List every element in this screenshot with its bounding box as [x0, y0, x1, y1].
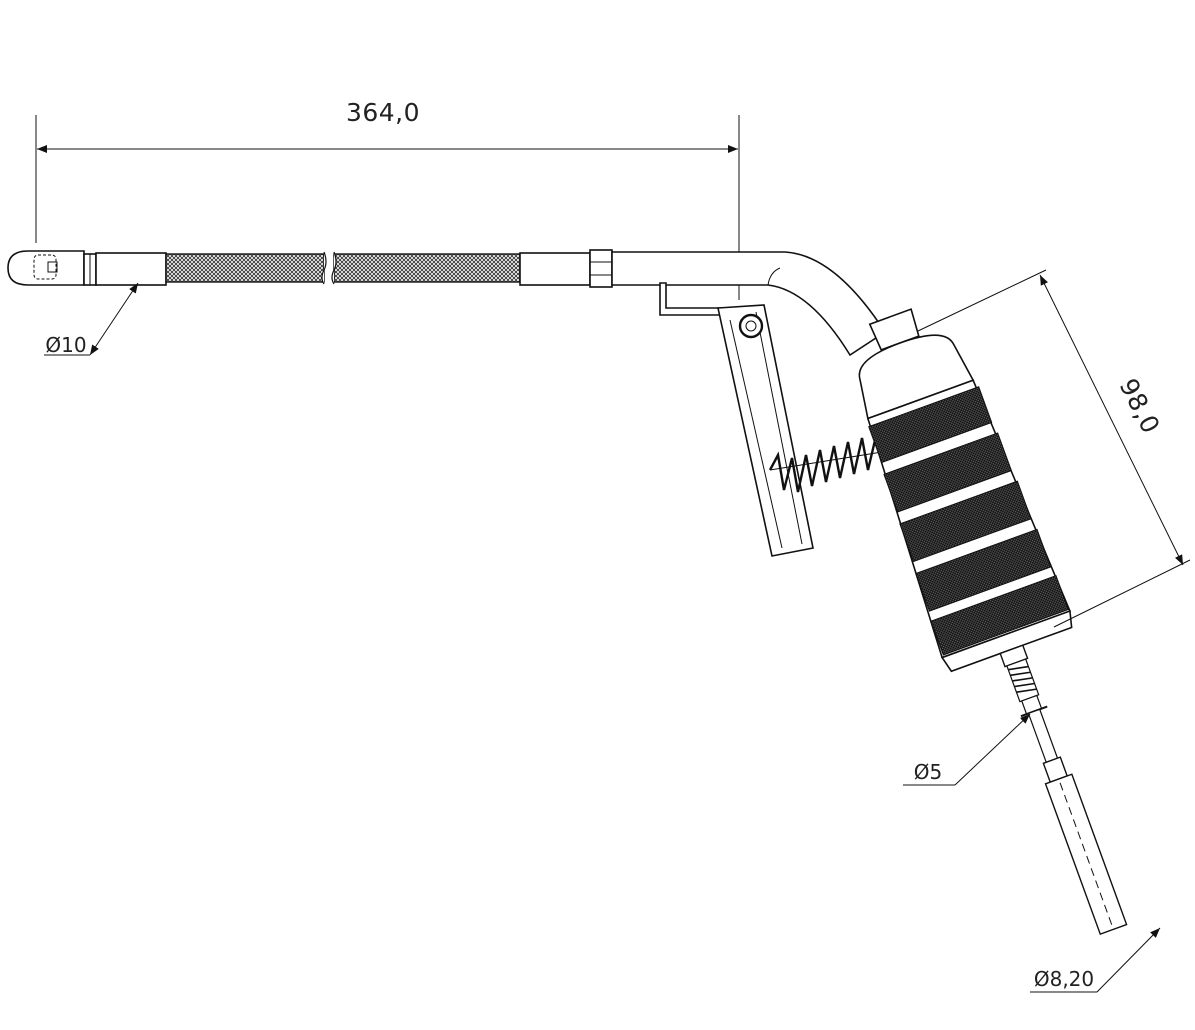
outlet-thread: [1006, 658, 1040, 703]
dimension-line-handle: [1039, 274, 1184, 566]
trigger-lever: [659, 282, 814, 557]
grip-band-2: [883, 432, 1013, 513]
hose-break-right: [331, 251, 337, 285]
extension-line-bottom: [1053, 559, 1191, 628]
grip-band-5: [930, 575, 1069, 656]
tip-sleeve: [95, 252, 167, 286]
outlet-tube: [1027, 708, 1059, 764]
lever-arm: [717, 304, 814, 557]
grip-bottom: [940, 609, 1073, 673]
lever-pivot: [738, 313, 764, 339]
lever-bracket: [659, 282, 723, 316]
barrel-bend: [611, 251, 887, 357]
nozzle-diameter-callout: Ø5: [903, 713, 1031, 786]
hose-fitting: [519, 249, 613, 288]
return-spring: [768, 435, 884, 493]
grip-band-1: [868, 386, 993, 464]
inlet-tube: [1044, 773, 1128, 936]
tip-cap: [7, 250, 85, 286]
grip-neck: [868, 308, 920, 351]
inlet-diameter-callout: Ø8,20: [1030, 927, 1161, 993]
grip-band-3: [899, 480, 1032, 563]
handle-length-value: 98,0: [1114, 374, 1166, 439]
coupler-tip: [7, 250, 167, 286]
hose-break-left: [321, 251, 327, 285]
gun-body: [611, 251, 887, 357]
grip-handle: [858, 308, 1128, 936]
grip-cap: [858, 334, 975, 420]
tip-diameter-callout: Ø10: [44, 282, 139, 357]
hose-ferrule: [519, 252, 591, 286]
length-value: 364,0: [346, 98, 420, 127]
tip-hidden-bore: [33, 254, 57, 280]
inlet-diameter-label: Ø8,20: [1034, 967, 1094, 991]
spring-coil: [768, 435, 884, 493]
flexible-hose: [165, 251, 521, 285]
hose-segment-right: [333, 253, 521, 283]
overall-length-dimension: 364,0: [35, 98, 740, 300]
hose-segment-left: [165, 253, 325, 283]
extension-line-top: [917, 269, 1047, 332]
hex-nut: [589, 249, 613, 288]
tip-diameter-label: Ø10: [45, 333, 86, 357]
tip-inner-detail: [47, 261, 58, 273]
nozzle-diameter-label: Ø5: [914, 760, 942, 784]
